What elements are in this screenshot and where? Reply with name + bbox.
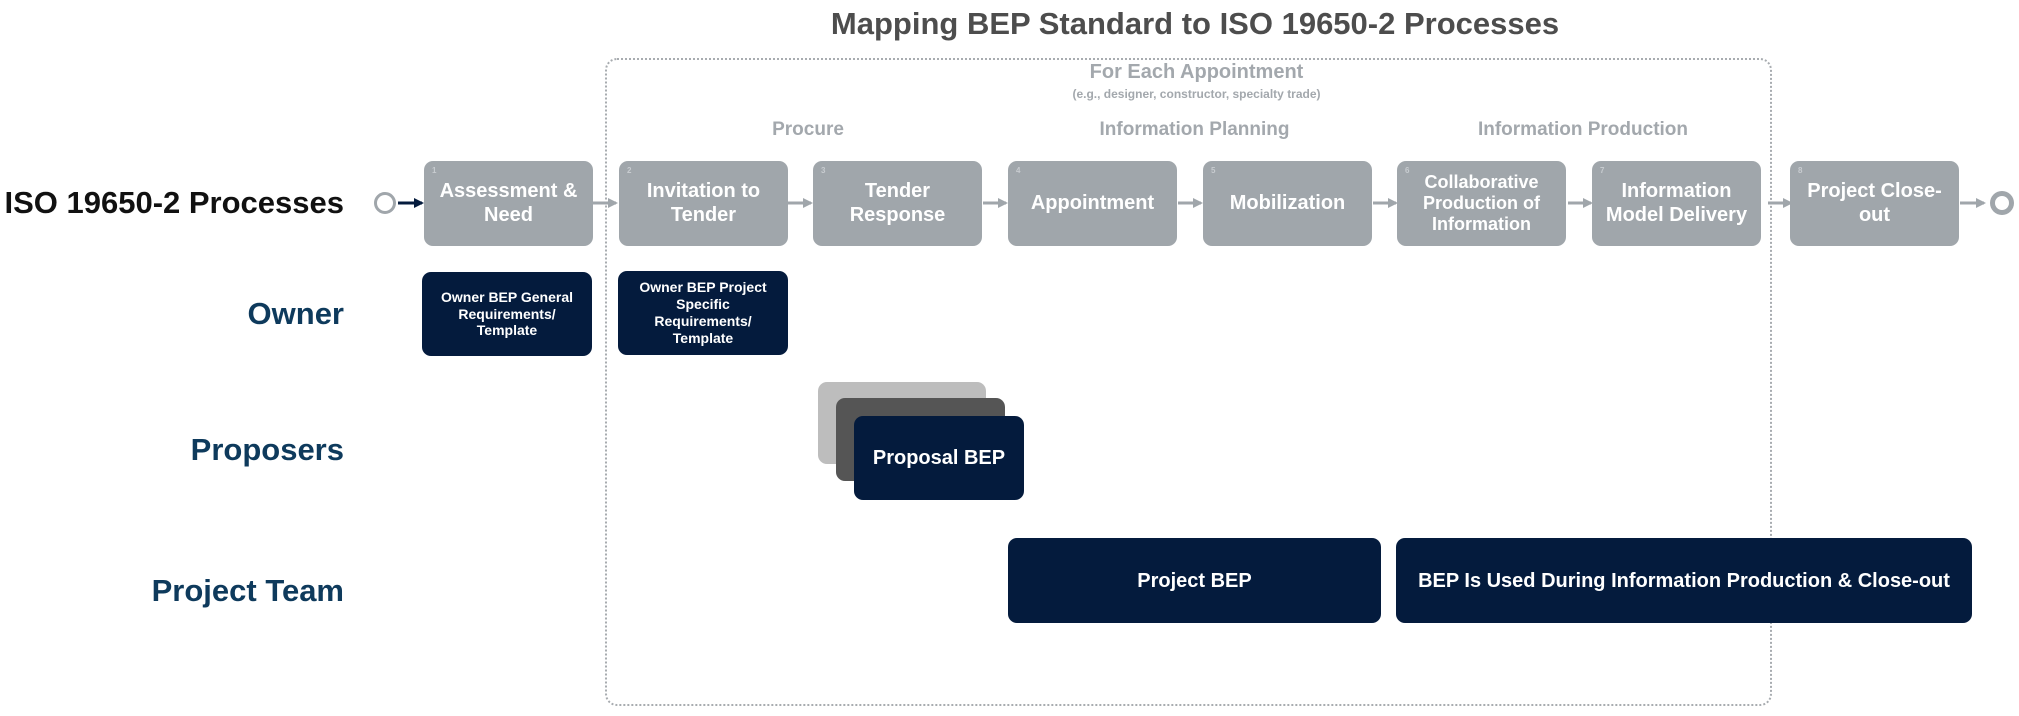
step-number: 7 (1600, 166, 1605, 175)
row-label-proposers: Proposers (190, 432, 344, 467)
step-collaborative-production[interactable]: 6 Collaborative Production of Informatio… (1397, 161, 1566, 246)
owner-bep-project-template[interactable]: Owner BEP Project Specific Requirements/… (618, 271, 788, 355)
step-tender-response[interactable]: 3 Tender Response (813, 161, 982, 246)
step-invitation-to-tender[interactable]: 2 Invitation to Tender (619, 161, 788, 246)
row-label-project-team: Project Team (151, 573, 344, 608)
appointment-subtitle: (e.g., designer, constructor, specialty … (1072, 87, 1321, 101)
doc-label: Owner BEP General Requirements/ Template (440, 288, 573, 339)
appointment-title: For Each Appointment (1089, 61, 1304, 83)
diagram-title: Mapping BEP Standard to ISO 19650-2 Proc… (830, 6, 1560, 41)
phase-information-planning: Information Planning (1099, 119, 1290, 140)
doc-label: BEP Is Used During Information Productio… (1418, 569, 1950, 592)
step-appointment[interactable]: 4 Appointment (1008, 161, 1177, 246)
doc-label: Project BEP (1137, 569, 1252, 592)
end-event-circle (1990, 191, 2014, 215)
step-assessment-need[interactable]: 1 Assessment & Need (424, 161, 593, 246)
appointment-frame (605, 58, 1772, 706)
proposal-bep[interactable]: Proposal BEP (854, 416, 1024, 500)
step-number: 8 (1798, 166, 1803, 175)
step-label: Invitation to Tender (646, 179, 761, 226)
step-number: 2 (627, 166, 632, 175)
project-bep[interactable]: Project BEP (1008, 538, 1381, 623)
bep-used-production-closeout[interactable]: BEP Is Used During Information Productio… (1396, 538, 1972, 623)
step-information-model-delivery[interactable]: 7 Information Model Delivery (1592, 161, 1761, 246)
step-number: 4 (1016, 166, 1021, 175)
step-label: Collaborative Production of Information (1423, 171, 1540, 235)
step-label: Project Close-out (1807, 179, 1942, 226)
row-label-iso: ISO 19650-2 Processes (4, 185, 344, 220)
phase-procure: Procure (772, 119, 844, 140)
step-number: 5 (1211, 166, 1216, 175)
step-label: Appointment (1030, 191, 1155, 214)
owner-bep-general-template[interactable]: Owner BEP General Requirements/ Template (422, 272, 592, 356)
step-number: 1 (432, 166, 437, 175)
doc-label: Proposal BEP (872, 447, 1006, 469)
step-label: Tender Response (849, 179, 946, 226)
step-label: Information Model Delivery (1605, 179, 1748, 226)
step-label: Mobilization (1229, 191, 1346, 214)
step-mobilization[interactable]: 5 Mobilization (1203, 161, 1372, 246)
phase-information-production: Information Production (1477, 119, 1689, 140)
step-project-close-out[interactable]: 8 Project Close-out (1790, 161, 1959, 246)
step-number: 6 (1405, 166, 1410, 175)
row-label-owner: Owner (247, 296, 344, 331)
doc-label: Owner BEP Project Specific Requirements/… (639, 279, 767, 346)
start-event-circle (374, 192, 396, 214)
step-number: 3 (821, 166, 826, 175)
step-label: Assessment & Need (439, 179, 578, 226)
